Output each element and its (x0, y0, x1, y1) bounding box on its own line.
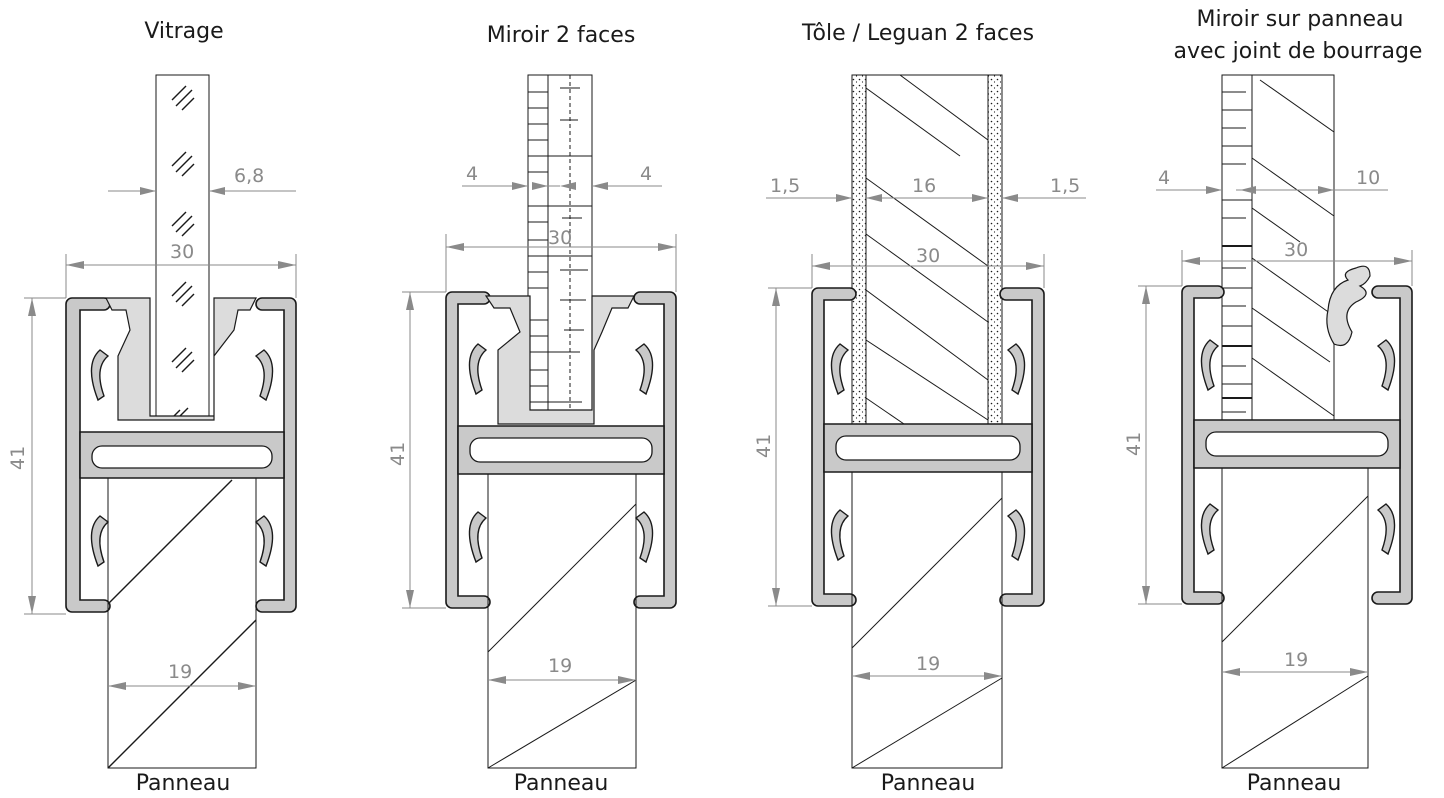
right-sheet (987, 74, 1003, 426)
dimension-panel-width: 19 (852, 653, 1002, 680)
dimension-panel-width: 19 (488, 655, 636, 684)
section-title: Vitrage (144, 19, 223, 44)
panel-label: Panneau (514, 771, 609, 796)
right-face-value: 4 (640, 163, 652, 185)
dimension-frame-height: 41 (1123, 285, 1182, 605)
dimension-frame-width: 30 (1181, 239, 1413, 286)
aluminium-frame (65, 297, 297, 613)
right-sheet-value: 1,5 (1050, 175, 1080, 197)
board-value: 10 (1356, 167, 1380, 189)
panel-label: Panneau (881, 771, 976, 796)
frame-width-value: 30 (916, 245, 940, 267)
frame-height-value: 41 (1123, 432, 1145, 456)
frame-height-value: 41 (753, 434, 775, 458)
dimension-frame-width: 30 (811, 245, 1045, 288)
section-tole-leguan: Tôle / Leguan 2 faces Panneau (753, 21, 1086, 796)
dimension-panel-width: 19 (108, 661, 256, 690)
infill-thickness-value: 6,8 (234, 165, 264, 187)
left-face-value: 4 (466, 163, 478, 185)
aluminium-frame (811, 287, 1045, 607)
dimension-frame-width: 30 (445, 227, 677, 292)
panel-body (851, 471, 1003, 769)
left-sheet-value: 1,5 (770, 175, 800, 197)
section-title: Miroir 2 faces (487, 23, 636, 48)
panel-label: Panneau (136, 771, 231, 796)
dimension-mirror-board: 4 10 (1156, 167, 1388, 194)
section-miroir-sur-panneau: Miroir sur panneau avec joint de bourrag… (1123, 7, 1422, 796)
core-value: 16 (912, 175, 936, 197)
panel-body (487, 473, 637, 769)
aluminium-frame (445, 291, 677, 609)
mirror-assembly (527, 74, 593, 411)
mirror-on-board (1221, 74, 1335, 421)
dimension-sheets: 1,5 16 1,5 (766, 175, 1086, 202)
mirror-marks (1222, 91, 1252, 413)
dimension-frame-width: 30 (65, 241, 297, 298)
dimension-frame-height: 41 (753, 287, 812, 607)
frame-height-value: 41 (387, 442, 409, 466)
glass-pane (155, 74, 210, 421)
panel-width-value: 19 (548, 655, 572, 677)
dimension-infill: 6,8 (108, 165, 296, 195)
frame-width-value: 30 (548, 227, 572, 249)
panel-width-value: 19 (168, 661, 192, 683)
section-title-line-2: avec joint de bourrage (1174, 39, 1423, 64)
panel-width-value: 19 (1284, 649, 1308, 671)
mirror-value: 4 (1158, 167, 1170, 189)
aluminium-frame (1181, 265, 1413, 605)
dimension-frame-height: 41 (387, 291, 446, 609)
board-hatch (1251, 79, 1335, 417)
mirror-face-marks (528, 87, 592, 403)
sheet-assembly (851, 74, 1003, 426)
core-hatch (865, 74, 989, 425)
dimension-panel-width: 19 (1222, 649, 1368, 676)
panel-body (107, 477, 257, 769)
glass-hatch-marks (171, 85, 195, 419)
stuffing-seal (1326, 265, 1371, 347)
section-miroir-2-faces: Miroir 2 faces Panneau (387, 23, 677, 796)
frame-height-value: 41 (7, 446, 29, 470)
panel-label: Panneau (1247, 771, 1342, 796)
dimension-frame-height: 41 (7, 297, 66, 615)
frame-width-value: 30 (1284, 239, 1308, 261)
left-sheet (851, 74, 867, 426)
dimension-mirror-faces: 4 4 (462, 163, 662, 190)
section-title-line-1: Miroir sur panneau (1196, 7, 1403, 32)
panel-body (1221, 467, 1369, 769)
section-title: Tôle / Leguan 2 faces (801, 21, 1034, 46)
panel-width-value: 19 (916, 653, 940, 675)
frame-width-value: 30 (170, 241, 194, 263)
section-vitrage: Vitrage Panneau (7, 19, 297, 796)
